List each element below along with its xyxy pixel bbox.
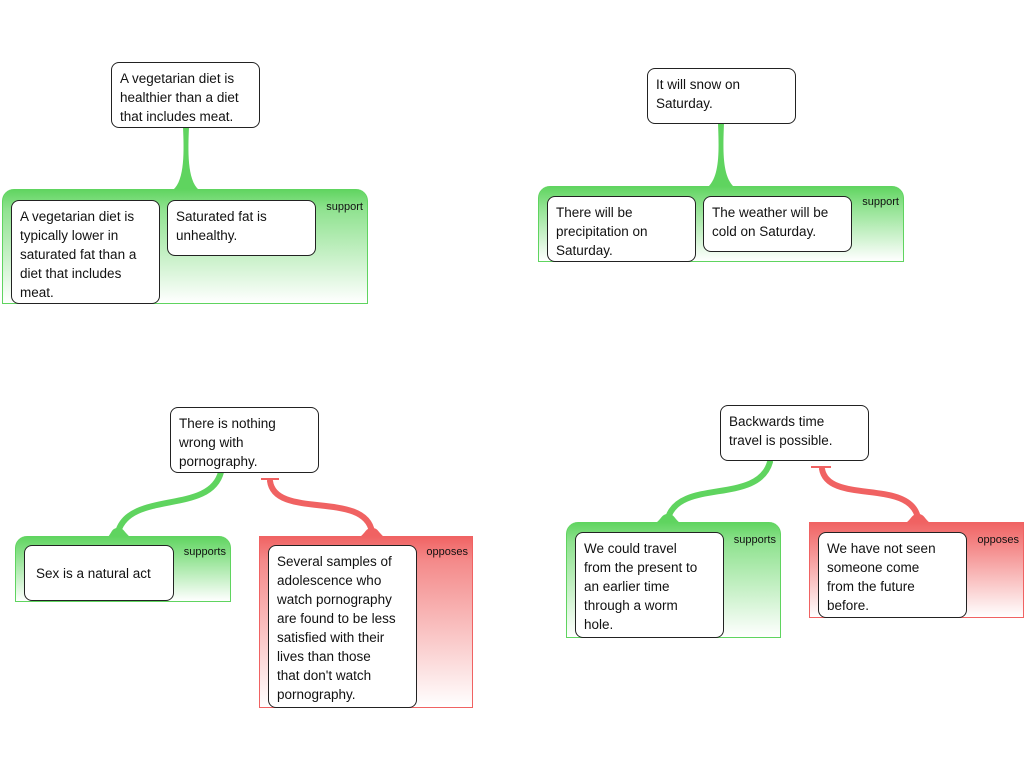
oppose-connector (267, 478, 375, 535)
claim-box[interactable]: There is nothing wrong with pornography. (170, 407, 319, 473)
support-connector (665, 459, 773, 521)
reason-box[interactable]: The weather will be cold on Saturday. (703, 196, 852, 252)
reason-box[interactable]: Sex is a natural act (24, 545, 174, 601)
oppose-connector (819, 466, 921, 521)
support-connector (708, 123, 734, 187)
oppose-label: opposes (426, 546, 468, 558)
support-connector (173, 127, 199, 190)
support-label: support (862, 196, 899, 208)
support-label: supports (733, 534, 776, 546)
reason-box[interactable]: We have not seen someone come from the f… (818, 532, 967, 618)
reason-box[interactable]: A vegetarian diet is typically lower in … (11, 200, 160, 304)
claim-box[interactable]: A vegetarian diet is healthier than a di… (111, 62, 260, 128)
support-label: supports (183, 546, 226, 558)
support-connector (656, 514, 680, 523)
reason-box[interactable]: Several samples of adolescence who watch… (268, 545, 417, 708)
support-connector (108, 528, 130, 537)
oppose-connector (906, 514, 930, 523)
oppose-label: opposes (977, 534, 1019, 546)
support-label: support (326, 201, 363, 213)
reason-box[interactable]: There will be precipitation on Saturday. (547, 196, 696, 262)
reason-box[interactable]: Saturated fat is unhealthy. (167, 200, 316, 256)
support-connector (115, 469, 224, 535)
reason-box[interactable]: We could travel from the present to an e… (575, 532, 724, 638)
claim-box[interactable]: It will snow on Saturday. (647, 68, 796, 124)
oppose-connector (360, 528, 384, 537)
claim-box[interactable]: Backwards time travel is possible. (720, 405, 869, 461)
